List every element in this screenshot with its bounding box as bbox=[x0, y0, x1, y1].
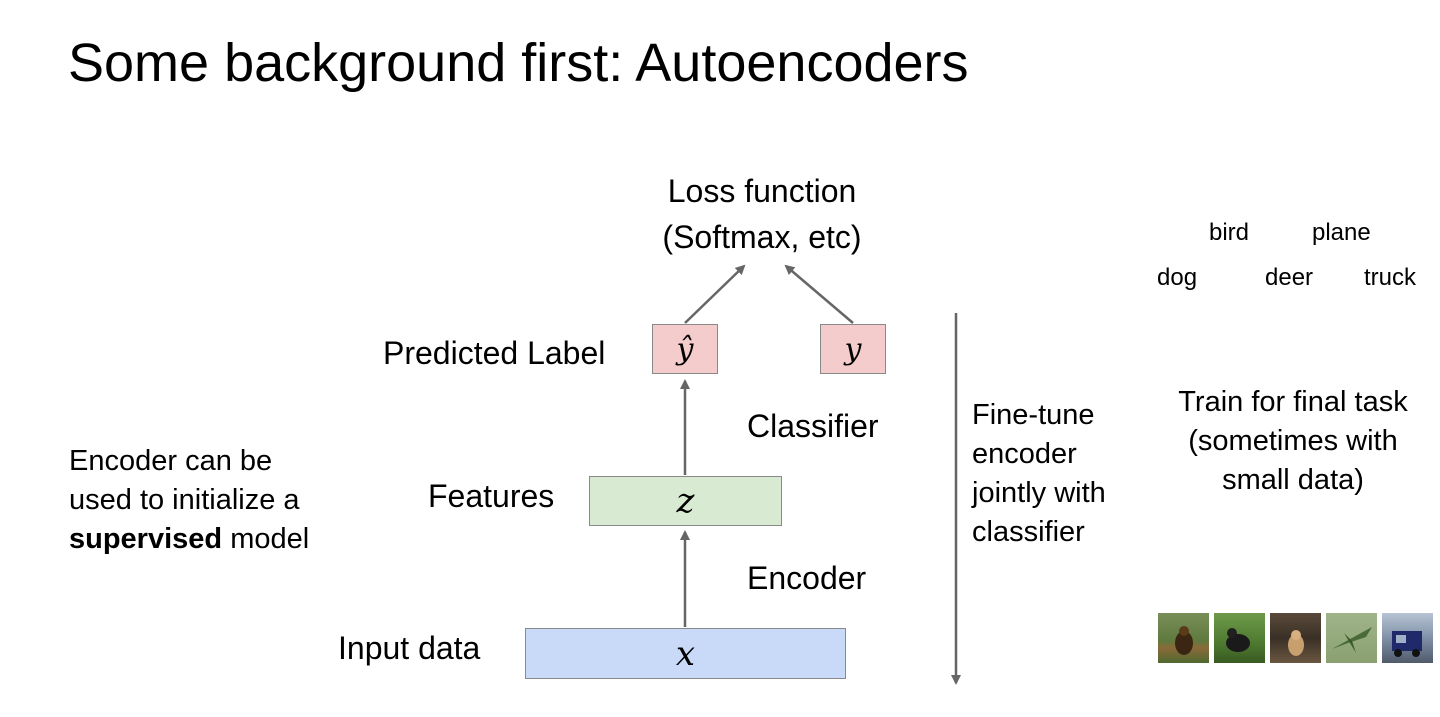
fine-tune-line: Fine-tune bbox=[972, 399, 1095, 431]
class-label-truck: truck bbox=[1364, 264, 1417, 291]
train-note-line: small data) bbox=[1222, 464, 1364, 496]
class-label-bird: bird bbox=[1209, 219, 1250, 246]
left-note-line: Encoder can be bbox=[69, 445, 273, 477]
train-note-line: Train for final task bbox=[1178, 386, 1408, 418]
input-data-label: Input data bbox=[338, 630, 481, 666]
bird-thumbnail bbox=[1213, 612, 1266, 664]
dog-image bbox=[1175, 626, 1193, 655]
truck-thumbnail bbox=[1381, 612, 1434, 664]
input-data-box: x bbox=[525, 628, 846, 679]
predicted-label-text: Predicted Label bbox=[383, 335, 606, 371]
fine-tune-line: classifier bbox=[972, 516, 1085, 548]
left-note: Encoder can be used to initialize a supe… bbox=[69, 442, 309, 559]
label-to-loss-arrow bbox=[784, 264, 854, 324]
train-note-line: (sometimes with bbox=[1188, 425, 1398, 457]
fine-tune-note: Fine-tune encoder jointly with classifie… bbox=[972, 396, 1106, 552]
predicted-label-box: ŷ bbox=[652, 324, 718, 374]
class-label-plane: plane bbox=[1312, 219, 1371, 246]
features-box: z bbox=[589, 476, 782, 526]
plane-image bbox=[1332, 627, 1372, 653]
x-symbol: x bbox=[675, 633, 696, 674]
features-label: Features bbox=[428, 478, 555, 514]
class-label-dog: dog bbox=[1157, 264, 1198, 291]
y-symbol: y bbox=[844, 331, 862, 367]
y-hat-symbol: ŷ bbox=[676, 331, 694, 367]
dog-thumbnail bbox=[1157, 612, 1210, 664]
true-label-box: y bbox=[820, 324, 886, 374]
loss-function-label: Loss function bbox=[667, 173, 857, 209]
supervised-bold-text: supervised bbox=[69, 523, 223, 555]
deer-image bbox=[1288, 630, 1304, 656]
slide-title: Some background first: Autoencoders bbox=[68, 33, 969, 93]
fine-tune-line: jointly with bbox=[972, 477, 1106, 509]
deer-thumbnail bbox=[1269, 612, 1322, 664]
train-final-task-note: Train for final task (sometimes with sma… bbox=[1150, 383, 1436, 500]
class-label-deer: deer bbox=[1265, 264, 1314, 291]
encoder-label: Encoder bbox=[747, 560, 867, 596]
z-symbol: z bbox=[676, 481, 695, 521]
loss-function-sublabel: (Softmax, etc) bbox=[662, 219, 862, 255]
left-note-line: supervised model bbox=[69, 520, 309, 559]
left-note-line: used to initialize a bbox=[69, 484, 300, 516]
left-note-rest: model bbox=[222, 523, 310, 555]
truck-image bbox=[1392, 631, 1422, 657]
plane-thumbnail bbox=[1325, 612, 1378, 664]
classifier-label: Classifier bbox=[747, 408, 879, 444]
bird-image bbox=[1226, 628, 1250, 652]
predicted-to-loss-arrow bbox=[684, 264, 746, 324]
fine-tune-line: encoder bbox=[972, 438, 1077, 470]
